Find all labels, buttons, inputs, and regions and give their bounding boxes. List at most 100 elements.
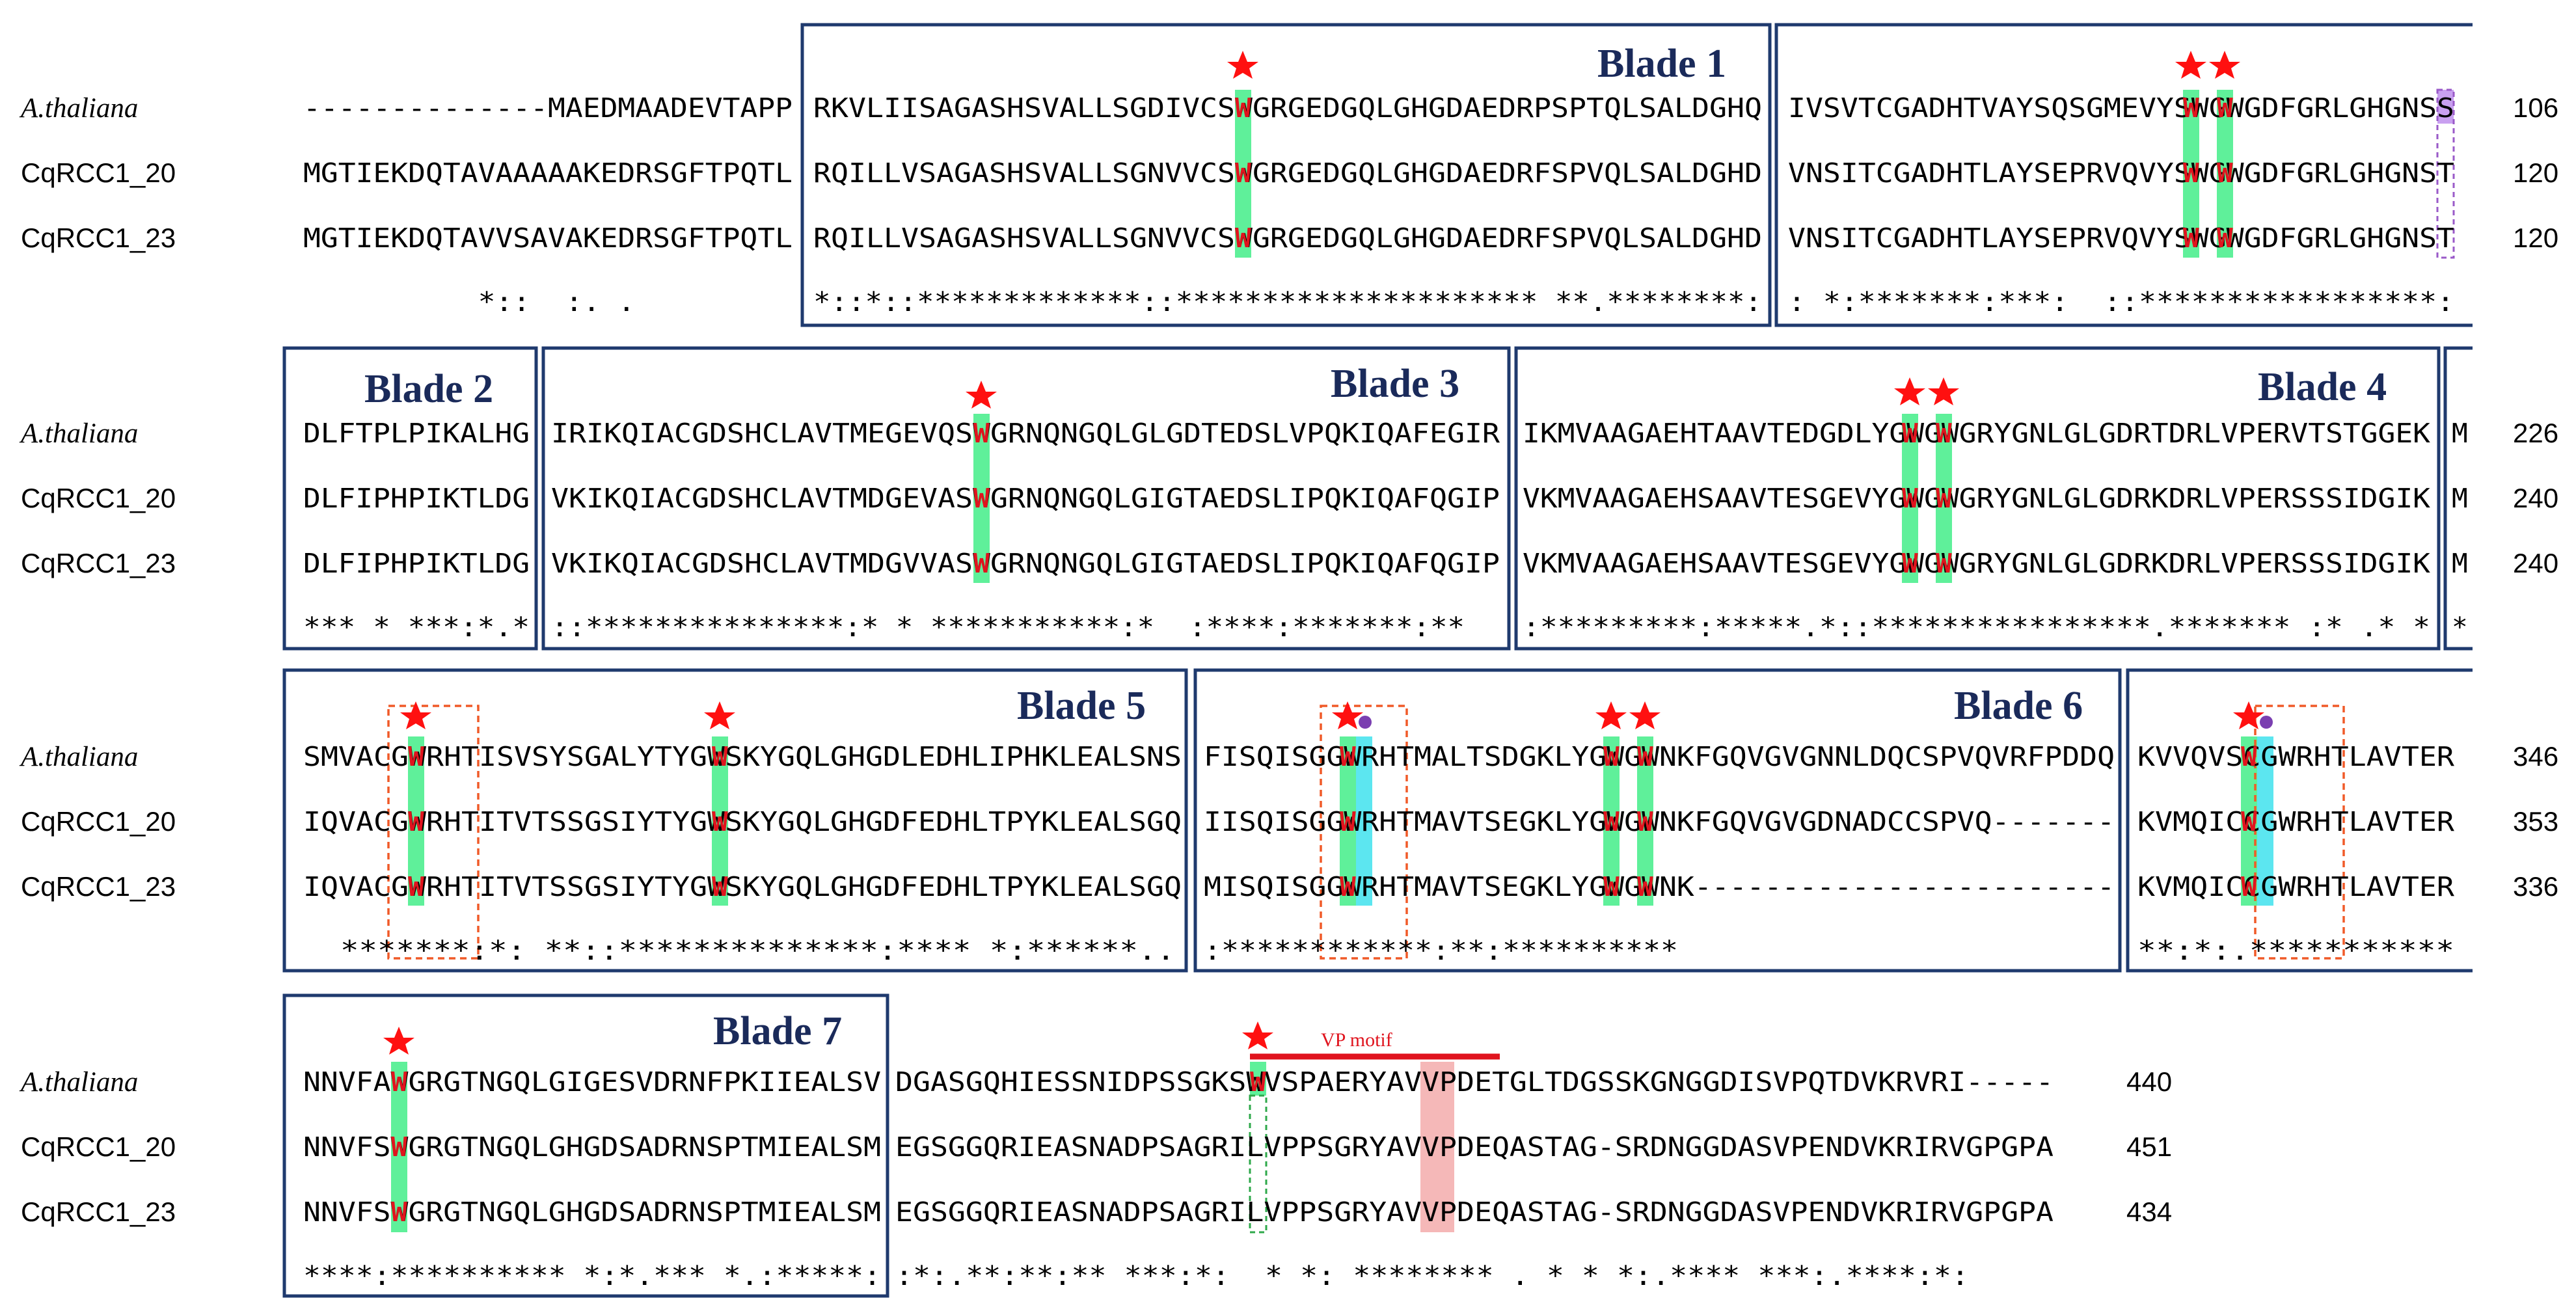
w-highlight [408, 736, 424, 906]
sequence-text: IQVACGWRHTITVTSSGSIYTYGWSKYGQLGHGDFEDHLT… [303, 871, 1182, 902]
sequence-text: NNVFSWGRGTNGQLGHGDSADRNSPTMIEALSM [303, 1131, 881, 1163]
svg-text:W: W [1235, 92, 1251, 124]
blade-label: Blade 3 [1331, 362, 1459, 406]
sequence-text: M [2452, 548, 2468, 579]
vp-highlight [1420, 1062, 1454, 1232]
sequence-text: EGSGGQRIEASNADPSAGRILVPPSGRYAVVPDEQASTAG… [895, 1196, 2054, 1228]
blade-3-box [541, 346, 1511, 651]
blade-label: Blade 1 [1597, 42, 1726, 86]
sequence-text: IISQISGGWRHTMAVTSEGKLYGWGWNKFGQVGVGDNADC… [1204, 806, 2115, 837]
svg-text:W: W [1235, 223, 1251, 254]
star-icon [1332, 701, 1363, 729]
svg-text:W: W [1902, 548, 1918, 579]
dashed-green-box [1249, 1094, 1268, 1234]
sequence-text: RQILLVSAGASHSVALLSGNVVCSWGRGEDGQLGHGDAED… [813, 157, 1762, 189]
sequence-text: KVMQICCGWRHTLAVTER [2137, 806, 2454, 837]
conservation-text: ::***************:* * ***********:* :***… [551, 612, 1465, 643]
sequence-text: VKIKQIACGDSHCLAVTMDGVVASWGRNQNGQLGIGTAED… [551, 548, 1500, 579]
seq-segment: DLFTPLPIKALHG DLFIPHPIKTLDG DLFIPHPIKTLD… [303, 418, 530, 643]
w-highlight [1637, 736, 1653, 906]
w-highlight [391, 1062, 407, 1232]
seq-segment: NNVFAWGRGTNGQLGIGESVDRNFPKIIEALSV NNVFSW… [303, 1066, 881, 1291]
position-number: 451 [2126, 1131, 2172, 1162]
species-label: CqRCC1_23 [21, 548, 176, 578]
svg-text:W: W [2217, 92, 2233, 124]
svg-text:W: W [973, 418, 990, 449]
sequence-text: VKMVAAGAEHSAAVTESGEVYGWGWGRYGNLGLGDRKDRL… [1523, 483, 2430, 514]
conservation-text: :*:.**:**:** ***:*: * *: ******** . * * … [895, 1260, 1969, 1291]
position-number: 240 [2513, 483, 2558, 513]
conservation-text: : *:*******:***: ::*****************: [1788, 286, 2454, 317]
w-highlight [1902, 414, 1918, 583]
star-icon [2175, 51, 2206, 79]
sequence-text: MGTIEKDQTAVVSAVAKEDRSGFTPQTL [303, 223, 793, 254]
sequence-text: MGTIEKDQTAVAAAAAKEDRSGFTPQTL [303, 157, 793, 189]
svg-text:W: W [1902, 418, 1918, 449]
species-label: CqRCC1_23 [21, 1196, 176, 1227]
species-label: CqRCC1_23 [21, 871, 176, 902]
r-highlight [1356, 736, 1372, 906]
position-number: 240 [2513, 548, 2558, 578]
conservation-text: **:*:.*********** [2137, 935, 2454, 966]
sequence-text: NNVFAWGRGTNGQLGIGESVDRNFPKIIEALSV [303, 1066, 881, 1098]
w-highlight [1340, 736, 1356, 906]
blade-2-box [282, 346, 538, 651]
dot-icon [2260, 716, 2273, 729]
svg-text:W: W [2241, 741, 2257, 772]
w-highlight [1936, 414, 1952, 583]
sequence-text: FISQISGGWRHTMALTSDGKLYGWGWNKFGQVGVGNNLDQ… [1204, 741, 2115, 772]
species-row-1: A.thaliana CqRCC1_20 CqRCC1_23 [19, 93, 176, 253]
species-label: CqRCC1_20 [21, 157, 176, 188]
sequence-text: DLFIPHPIKTLDG [303, 548, 530, 579]
star-icon [1595, 701, 1627, 729]
seq-segment: M M M * [2452, 418, 2468, 643]
svg-text:W: W [1340, 741, 1356, 772]
star-icon [383, 1027, 414, 1055]
star-icon [1894, 377, 1925, 405]
species-label: CqRCC1_20 [21, 1131, 176, 1162]
position-number: 226 [2513, 418, 2558, 448]
species-label: A.thaliana [19, 418, 138, 449]
blade-7-box [282, 993, 889, 1298]
sequence-text: IQVACGWRHTITVTSSGSIYTYGWSKYGQLGHGDFEDHLT… [303, 806, 1182, 837]
blade-5-start-box [2443, 346, 2473, 651]
position-number: 353 [2513, 806, 2558, 837]
svg-text:W: W [1902, 483, 1918, 514]
conservation-text: ****:********** *:*.*** *.:*****: [303, 1260, 881, 1291]
sequence-text: VNSITCGADHTLAYSEPRVQVYSWGWGDFGRLGHGNST [1788, 223, 2454, 254]
svg-text:W: W [1637, 741, 1653, 772]
species-label: CqRCC1_23 [21, 223, 176, 253]
blade-5-box [282, 668, 1188, 973]
svg-text:W: W [2241, 806, 2257, 837]
seq-segment: RKVLIISAGASHSVALLSGDIVCSWGRGEDGQLGHGDAED… [813, 92, 1762, 317]
svg-text:W: W [2217, 223, 2233, 254]
blade-label: Blade 2 [364, 367, 493, 411]
svg-text:W: W [1936, 483, 1952, 514]
svg-text:W: W [973, 548, 990, 579]
seq-segment: IVSVTCGADHTVAYSQSGMEVYSWGWGDFGRLGHGNSS V… [1788, 92, 2454, 317]
svg-text:W: W [1603, 741, 1620, 772]
species-row-3: A.thaliana CqRCC1_20 CqRCC1_23 [19, 742, 176, 902]
conservation-text: :*********:*****.*::****************.***… [1523, 612, 2430, 643]
dashed-purple-box [2436, 88, 2455, 259]
seq-segment: FISQISGGWRHTMALTSDGKLYGWGWNKFGQVGVGNNLDQ… [1204, 741, 2115, 966]
sequence-text: KVVQVSCGWRHTLAVTER [2137, 741, 2454, 772]
svg-text:W: W [408, 871, 424, 902]
sequence-text: SMVACGWRHTISVSYSGALYTYGWSKYGQLGHGDLEDHLI… [303, 741, 1182, 772]
species-label: A.thaliana [19, 93, 138, 124]
sequence-text: DLFTPLPIKALHG [303, 418, 530, 449]
sequence-text: EGSGGQRIEASNADPSAGRILVPPSGRYAVVPDEQASTAG… [895, 1131, 2054, 1163]
svg-text:W: W [408, 806, 424, 837]
svg-text:W: W [2183, 157, 2199, 189]
star-icon [2209, 51, 2240, 79]
position-number: 440 [2126, 1066, 2172, 1097]
conservation-text: *:: :. . [303, 286, 793, 317]
sequence-text: NNVFSWGRGTNGQLGHGDSADRNSPTMIEALSM [303, 1196, 881, 1228]
sequence-text: MISQISGGWRHTMAVTSEGKLYGWGWNK------------… [1204, 871, 2115, 902]
w-highlight [1603, 736, 1620, 906]
svg-text:W: W [1235, 157, 1251, 189]
star-icon [400, 701, 431, 729]
w-highlight [2217, 90, 2233, 258]
conservation-text: *** * ***:*.* [303, 612, 530, 643]
